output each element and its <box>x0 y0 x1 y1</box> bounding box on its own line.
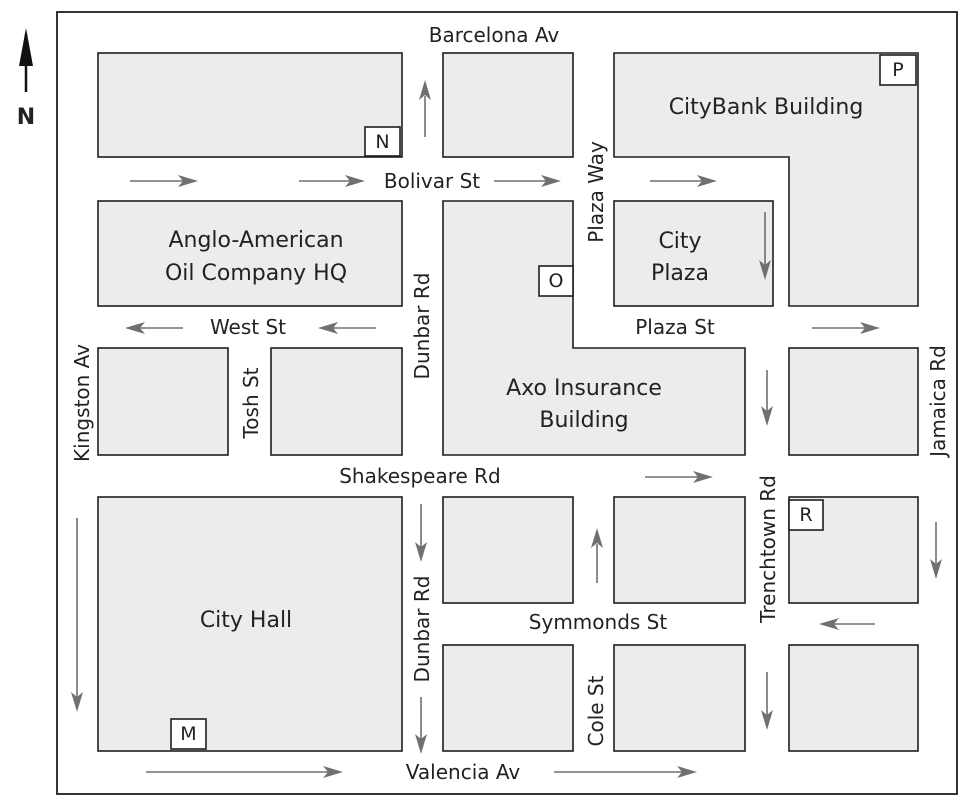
street-barcelona-av: Barcelona Av <box>429 23 560 47</box>
street-west-st: West St <box>210 315 286 339</box>
block-southeast-cole <box>613 644 746 752</box>
block-dunbar-south <box>442 496 574 604</box>
arrow-right-icon <box>494 175 561 187</box>
block-tosh-east <box>270 347 403 456</box>
marker-n-label: N <box>375 131 389 153</box>
axo-label-line1: Axo Insurance <box>506 376 662 401</box>
marker-m[interactable]: M <box>170 718 207 750</box>
street-cole-st: Cole St <box>584 675 608 746</box>
arrow-down-icon <box>415 697 427 754</box>
marker-o[interactable]: O <box>538 265 574 297</box>
block-southeast-corner <box>788 644 919 752</box>
street-tosh-st: Tosh St <box>239 367 263 439</box>
city-plaza[interactable] <box>613 200 774 307</box>
arrow-left-icon <box>819 618 875 630</box>
marker-r[interactable]: R <box>788 499 824 531</box>
arrow-down-icon <box>71 518 83 712</box>
arrow-left-icon <box>318 322 376 334</box>
street-plaza-way: Plaza Way <box>584 141 608 243</box>
marker-m-label: M <box>180 723 196 745</box>
street-valencia-av: Valencia Av <box>406 760 521 784</box>
arrow-right-icon <box>554 766 697 778</box>
marker-n[interactable]: N <box>364 126 401 157</box>
block-north-center <box>442 52 574 158</box>
marker-p[interactable]: P <box>879 54 917 86</box>
compass-label: N <box>17 105 35 130</box>
arrow-down-icon <box>759 212 771 280</box>
marker-p-label: P <box>892 59 903 81</box>
street-symmonds-st: Symmonds St <box>529 610 668 634</box>
arrow-right-icon <box>146 766 343 778</box>
arrow-left-icon <box>125 322 183 334</box>
city-hall-label: City Hall <box>200 608 292 633</box>
city-plaza-label-line1: City <box>658 229 701 254</box>
street-bolivar-st: Bolivar St <box>384 169 480 193</box>
street-shakespeare-rd: Shakespeare Rd <box>339 464 501 488</box>
citybank-label: CityBank Building <box>669 95 864 120</box>
block-southwest-cole <box>442 644 574 752</box>
arrow-right-icon <box>299 175 365 187</box>
block-cole-north <box>613 496 746 604</box>
block-west-small <box>97 347 229 456</box>
street-kingston-av: Kingston Av <box>70 344 94 462</box>
street-dunbar-rd-lower: Dunbar Rd <box>410 576 434 683</box>
street-dunbar-rd-upper: Dunbar Rd <box>410 273 434 380</box>
citybank-building[interactable] <box>613 52 919 307</box>
marker-o-label: O <box>549 270 564 292</box>
anglo-american-oil-hq[interactable] <box>97 200 403 307</box>
block-north-west <box>97 52 403 158</box>
arrow-right-icon <box>645 471 713 483</box>
anglo-label-line2: Oil Company HQ <box>165 261 347 286</box>
arrow-right-icon <box>812 322 880 334</box>
street-trenchtown-rd: Trenchtown Rd <box>756 475 780 624</box>
axo-label-line2: Building <box>539 408 628 433</box>
arrow-up-icon <box>591 528 603 583</box>
arrow-down-icon <box>761 370 773 426</box>
block-jamaica <box>788 347 919 456</box>
arrow-down-icon <box>930 522 942 579</box>
arrow-right-icon <box>130 175 198 187</box>
arrow-down-icon <box>415 504 427 562</box>
arrow-down-icon <box>761 672 773 730</box>
city-hall[interactable] <box>97 496 403 752</box>
street-plaza-st: Plaza St <box>635 315 715 339</box>
city-plaza-label-line2: Plaza <box>651 261 709 286</box>
arrow-right-icon <box>650 175 717 187</box>
marker-r-label: R <box>799 504 812 526</box>
anglo-label-line1: Anglo-American <box>168 228 343 253</box>
north-arrow-icon <box>19 28 33 92</box>
axo-insurance-building[interactable] <box>442 200 746 456</box>
street-jamaica-rd: Jamaica Rd <box>926 345 950 459</box>
arrow-up-icon <box>419 80 431 137</box>
